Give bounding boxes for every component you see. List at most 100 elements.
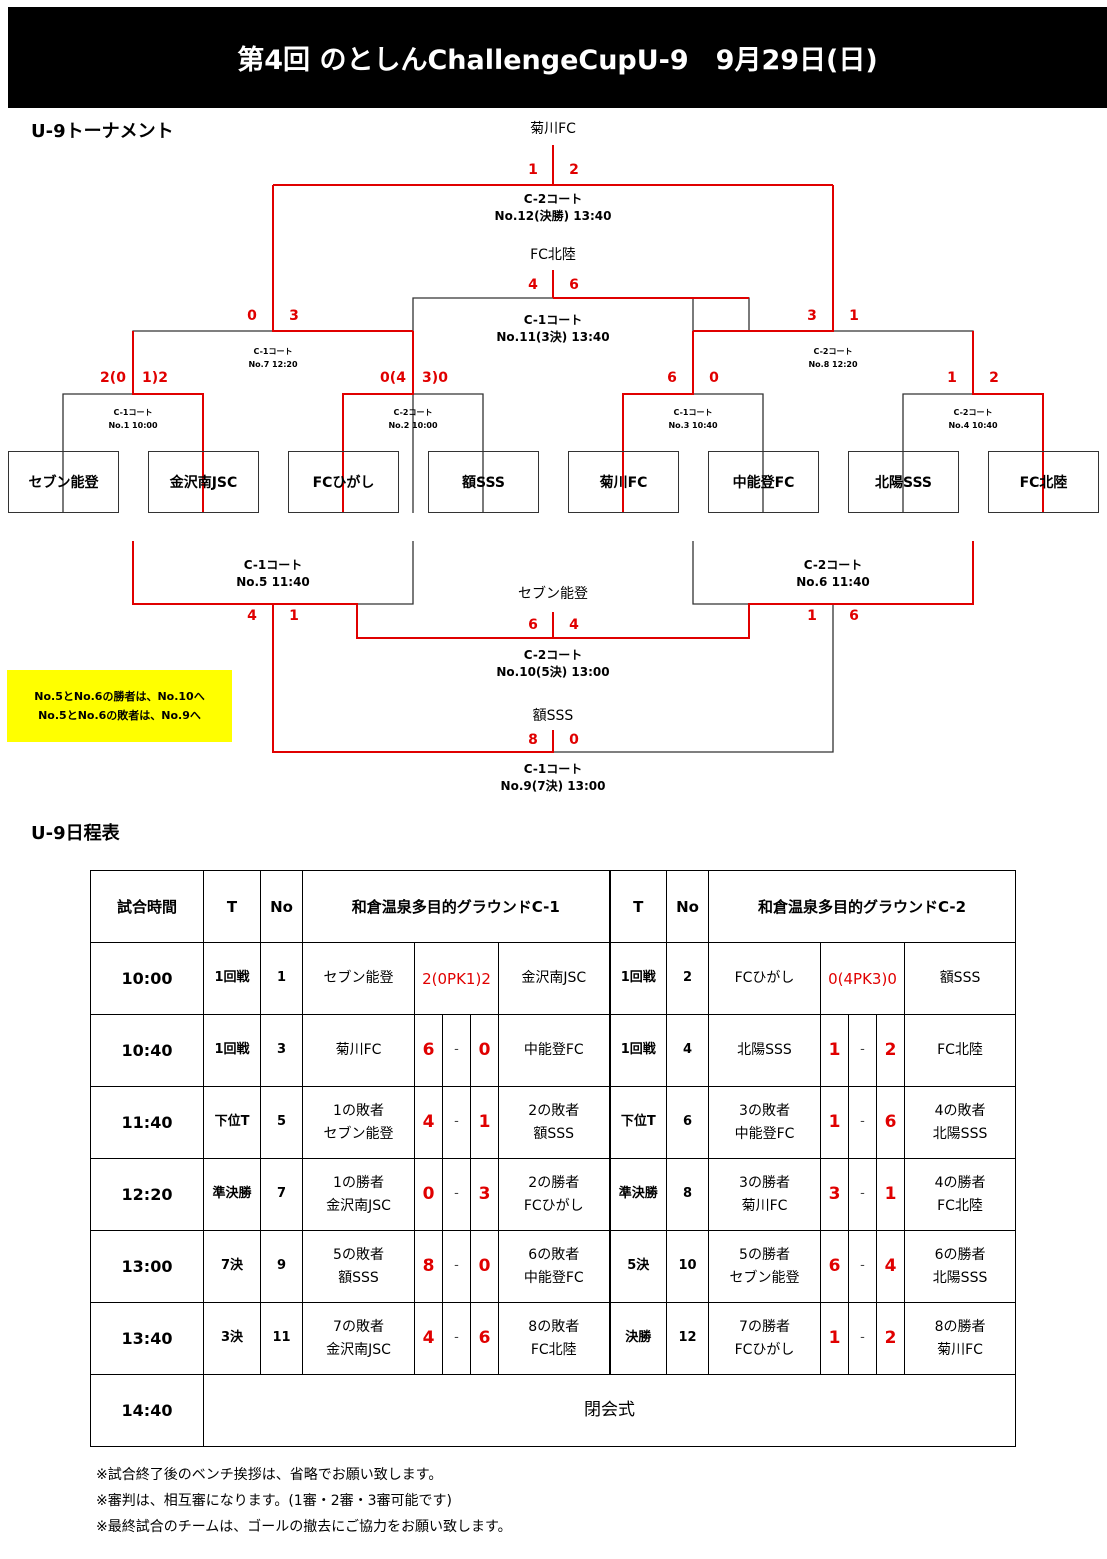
third-score-right: 6 bbox=[569, 277, 579, 293]
round-label: 下位T bbox=[203, 1086, 261, 1159]
closing-ceremony: 閉会式 bbox=[202, 1374, 1017, 1447]
line-m7-winner bbox=[272, 185, 413, 332]
away-score: 6 bbox=[470, 1302, 499, 1375]
score-dash: - bbox=[848, 1302, 877, 1375]
home-score: 1 bbox=[820, 1086, 849, 1159]
home-team: セブン能登 bbox=[302, 942, 415, 1015]
away-score: 2 bbox=[876, 1014, 905, 1087]
table-row: 10:00 1回戦 1 セブン能登 2(0PK1)2 金沢南JSC 1回戦 2 … bbox=[90, 942, 1017, 1015]
round-label: 決勝 bbox=[608, 1302, 667, 1375]
round-label: 準決勝 bbox=[608, 1158, 667, 1231]
header-no: No bbox=[260, 870, 303, 943]
round-label: 1回戦 bbox=[608, 1014, 667, 1087]
final-winner: 菊川FC bbox=[530, 121, 576, 137]
away-score: 3 bbox=[470, 1158, 499, 1231]
round-label: 3決 bbox=[203, 1302, 261, 1375]
home-team: 1の敗者セブン能登 bbox=[302, 1086, 415, 1159]
match5-score-right: 1 bbox=[289, 608, 299, 624]
schedule-table: 試合時間 T No 和倉温泉多目的グラウンドC-1 T No 和倉温泉多目的グラ… bbox=[90, 870, 1017, 1447]
footnote: ※最終試合のチームは、ゴールの撤去にご協力をお願い致します。 bbox=[96, 1518, 512, 1535]
match-no: 2 bbox=[666, 942, 709, 1015]
round-label: 1回戦 bbox=[203, 1014, 261, 1087]
match1-score-left: 2(0 bbox=[100, 370, 126, 386]
away-score: 4 bbox=[876, 1230, 905, 1303]
round-label: 1回戦 bbox=[203, 942, 261, 1015]
team-box-3: FCひがし bbox=[288, 451, 399, 513]
line-seventh-right bbox=[553, 604, 834, 753]
line-m1-left bbox=[62, 393, 133, 513]
home-team: 3の敗者中能登FC bbox=[708, 1086, 821, 1159]
home-team: FCひがし bbox=[708, 942, 821, 1015]
seventh-score-left: 8 bbox=[528, 732, 538, 748]
away-team: 6の敗者中能登FC bbox=[498, 1230, 610, 1303]
match-time: 13:40 bbox=[90, 1302, 204, 1375]
match5-score-left: 4 bbox=[247, 608, 257, 624]
home-score: 6 bbox=[414, 1014, 443, 1087]
round-label: 1回戦 bbox=[608, 942, 667, 1015]
final-score-right: 2 bbox=[569, 162, 579, 178]
round-label: 7決 bbox=[203, 1230, 261, 1303]
line-m8-winner bbox=[693, 185, 834, 332]
header-t: T bbox=[608, 870, 667, 943]
tournament-title: U-9トーナメント bbox=[31, 121, 174, 142]
match-no: 12 bbox=[666, 1302, 709, 1375]
away-team: 6の勝者北陽SSS bbox=[903, 1230, 1017, 1303]
match8-score-left: 3 bbox=[807, 308, 817, 324]
line-m2-winner bbox=[342, 331, 414, 513]
schedule-title: U-9日程表 bbox=[31, 823, 120, 844]
closing-time: 14:40 bbox=[90, 1374, 204, 1447]
away-team: 金沢南JSC bbox=[498, 942, 610, 1015]
footnotes: ※試合終了後のベンチ挨拶は、省略でお願い致します。 ※審判は、相互審になります。… bbox=[96, 1463, 512, 1541]
match-no: 3 bbox=[260, 1014, 303, 1087]
home-team: 北陽SSS bbox=[708, 1014, 821, 1087]
bracket-lines bbox=[62, 145, 1044, 753]
third-winner: FC北陸 bbox=[530, 247, 576, 263]
away-score: 6 bbox=[876, 1086, 905, 1159]
away-score: 1 bbox=[470, 1086, 499, 1159]
line-m5-winner bbox=[132, 541, 553, 639]
home-score: 4 bbox=[414, 1086, 443, 1159]
final-score-left: 1 bbox=[528, 162, 538, 178]
header-time: 試合時間 bbox=[90, 870, 204, 943]
table-row: 10:40 1回戦 3 菊川FC 6 - 0 中能登FC 1回戦 4 北陽SSS… bbox=[90, 1014, 1017, 1087]
home-team: 7の敗者金沢南JSC bbox=[302, 1302, 415, 1375]
score-dash: - bbox=[848, 1230, 877, 1303]
pk-score: 2(0PK1)2 bbox=[414, 942, 499, 1015]
line-final-champion bbox=[273, 145, 554, 186]
note-line: No.5とNo.6の勝者は、No.10へ bbox=[34, 689, 205, 703]
home-team: 3の勝者菊川FC bbox=[708, 1158, 821, 1231]
away-team: 2の敗者額SSS bbox=[498, 1086, 610, 1159]
match6-score-right: 6 bbox=[849, 608, 859, 624]
score-dash: - bbox=[442, 1230, 471, 1303]
match-no: 11 bbox=[260, 1302, 303, 1375]
away-score: 0 bbox=[470, 1014, 499, 1087]
home-score: 8 bbox=[414, 1230, 443, 1303]
team-box-4: 額SSS bbox=[428, 451, 539, 513]
away-team: FC北陸 bbox=[903, 1014, 1017, 1087]
round-label: 5決 bbox=[608, 1230, 667, 1303]
match7-score-left: 0 bbox=[247, 308, 257, 324]
score-dash: - bbox=[442, 1086, 471, 1159]
match6-score-left: 1 bbox=[807, 608, 817, 624]
score-dash: - bbox=[442, 1158, 471, 1231]
match-no: 10 bbox=[666, 1230, 709, 1303]
note-line: No.5とNo.6の敗者は、No.9へ bbox=[38, 709, 201, 722]
match4-score-right: 2 bbox=[989, 370, 999, 386]
away-team: 中能登FC bbox=[498, 1014, 610, 1087]
team-box-1: セブン能登 bbox=[8, 451, 119, 513]
score-dash: - bbox=[848, 1086, 877, 1159]
line-m4-left bbox=[902, 393, 973, 513]
away-team: 8の勝者菊川FC bbox=[903, 1302, 1017, 1375]
fifth-score-left: 6 bbox=[528, 617, 538, 633]
away-score: 0 bbox=[470, 1230, 499, 1303]
table-row: 11:40 下位T 5 1の敗者セブン能登 4 - 1 2の敗者額SSS 下位T… bbox=[90, 1086, 1017, 1159]
